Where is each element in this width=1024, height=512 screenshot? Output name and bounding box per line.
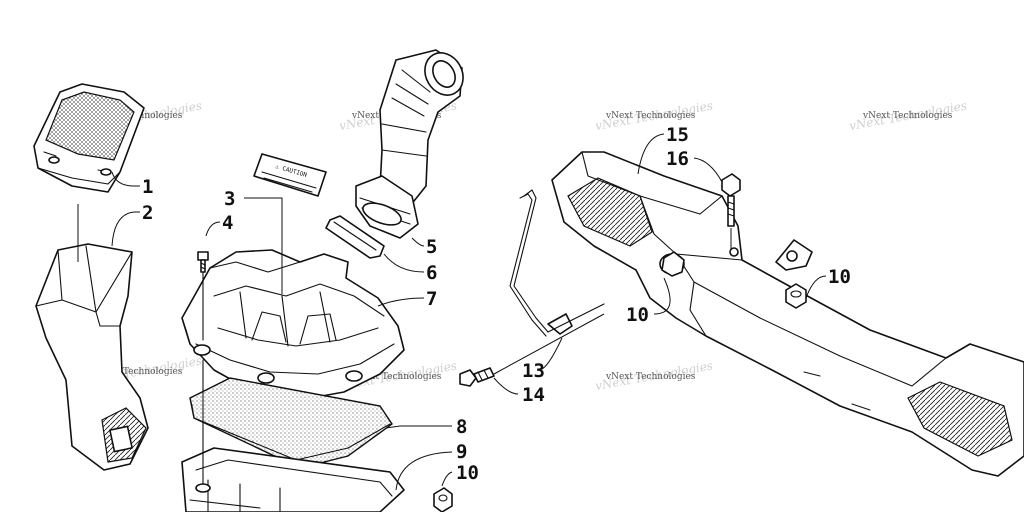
part-14-bolt [459,313,605,387]
part-10-nut-lower [433,487,453,512]
callout-10-right: 10 [828,266,851,288]
callout-labels: 1 2 3 4 5 6 7 8 9 10 13 14 15 16 10 10 [142,124,851,484]
part-6-gasket [325,215,385,259]
callout-14: 14 [522,384,545,406]
part-4-bolt [197,251,209,273]
part-1-intake-screen [33,83,145,193]
callout-2: 2 [142,202,153,224]
part-10-nut-right [785,283,807,309]
callout-9: 9 [456,441,467,463]
callout-1: 1 [142,176,153,198]
part-3-decal: ⚠ CAUTION [253,153,327,197]
leader-lines [77,133,827,491]
watermark-text: vNext Technologies [862,111,953,121]
watermark-text: vNext Technologies [92,367,183,377]
part-5-intake-boot [355,49,464,239]
callout-16: 16 [666,148,689,170]
callout-10-lower: 10 [456,462,479,484]
part-7-airbox-cover [181,249,405,401]
watermark-text: vNext Technologies [605,372,696,382]
callout-5: 5 [426,236,437,258]
part-2-intake-duct [35,243,149,471]
washer [195,483,211,493]
callout-10-middle: 10 [626,304,649,326]
callout-15: 15 [666,124,689,146]
callout-6: 6 [426,262,437,284]
part-15-intake-tunnel [551,151,1024,477]
watermark-text: vNext Technologies [351,372,442,382]
part-8-air-filter [189,377,393,469]
part-13-rod [509,189,605,337]
callout-4: 4 [222,212,233,234]
watermark-text: vNext Technologies [605,111,696,121]
part-9-airbox-base [181,447,405,512]
callout-13: 13 [522,360,545,382]
part-16-bolt [721,173,741,250]
callout-7: 7 [426,288,437,310]
callout-3: 3 [224,188,235,210]
callout-8: 8 [456,416,467,438]
